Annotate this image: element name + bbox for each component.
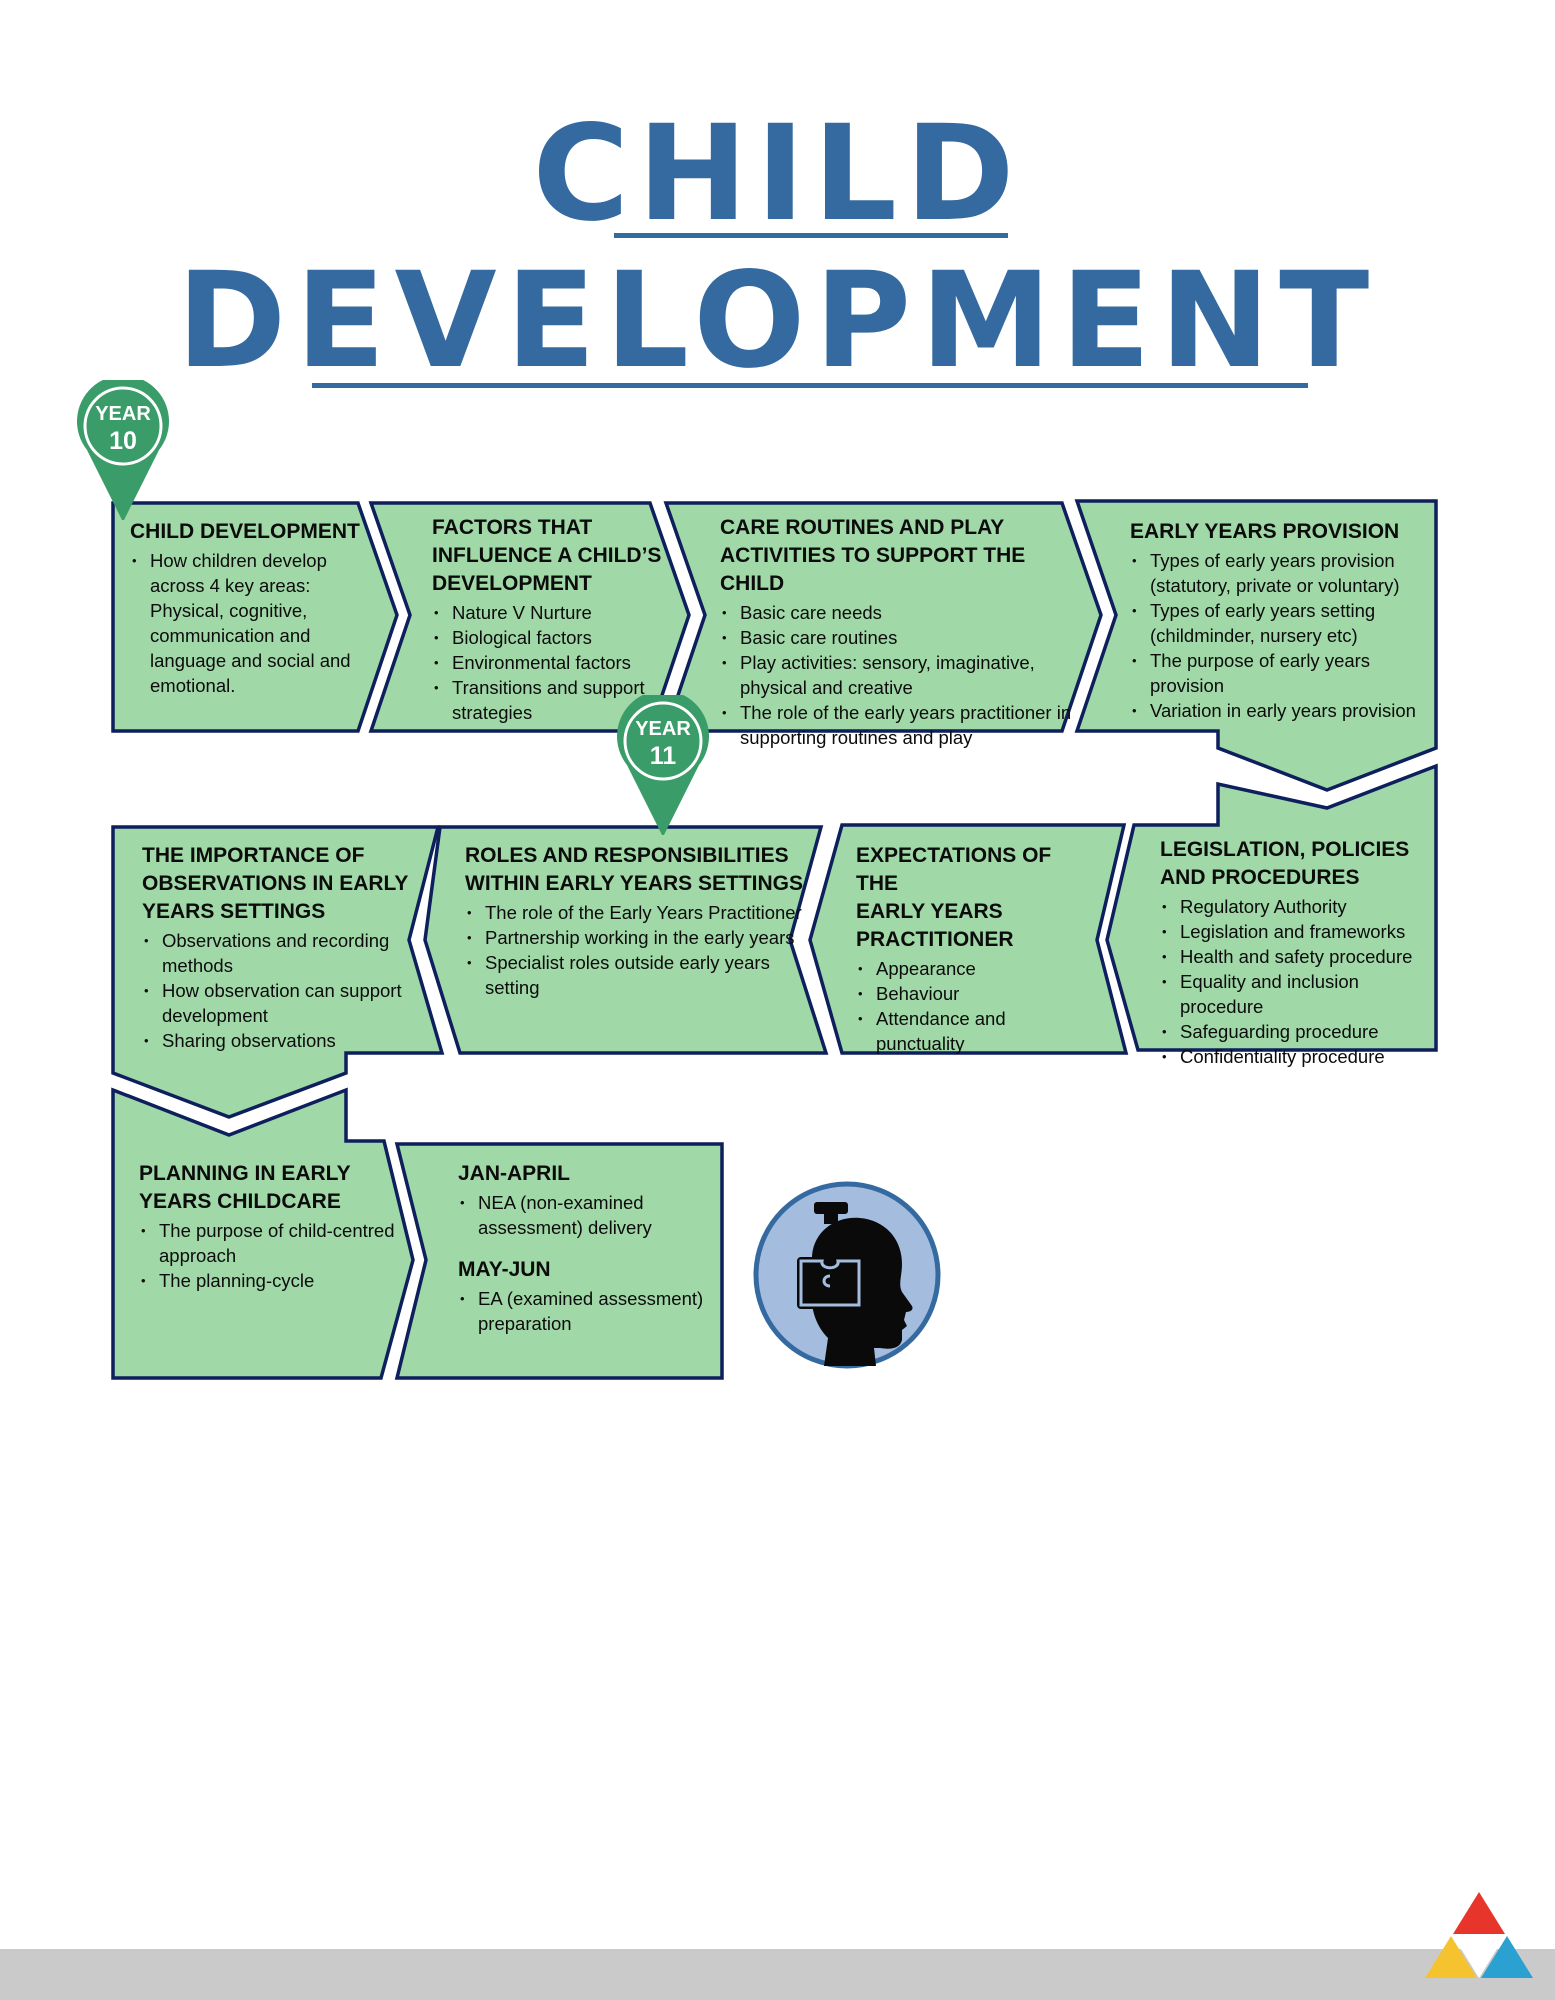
footer-bar — [0, 1949, 1555, 2000]
box-heading: CHILD DEVELOPMENT — [130, 520, 360, 543]
box-heading: PLANNING IN EARLY YEARS CHILDCARE — [139, 1162, 351, 1213]
bullet-item: Sharing observations — [142, 1028, 422, 1053]
bullet-item: The planning-cycle — [139, 1268, 399, 1293]
title-underline-bottom — [312, 383, 1308, 388]
bullet-item: The role of the Early Years Practitioner — [465, 900, 805, 925]
box-assessment: JAN-APRIL NEA (non-examined assessment) … — [458, 1160, 718, 1336]
bullet-item: Variation in early years provision — [1130, 698, 1435, 723]
bullet-item: Play activities: sensory, imaginative, p… — [720, 650, 1080, 700]
box-heading: EARLY YEARS PROVISION — [1130, 520, 1400, 543]
bullet-item: Types of early years provision (statutor… — [1130, 548, 1435, 598]
title-underline-top — [614, 233, 1008, 238]
box-care-routines: CARE ROUTINES AND PLAY ACTIVITIES TO SUP… — [720, 514, 1080, 750]
head-puzzle-icon — [753, 1181, 941, 1369]
bullet-item: Types of early years setting (childminde… — [1130, 598, 1435, 648]
bullet-item: Basic care routines — [720, 625, 1080, 650]
bullet-item: Nature V Nurture — [432, 600, 672, 625]
box-observations: THE IMPORTANCE OF OBSERVATIONS IN EARLY … — [142, 842, 422, 1053]
pin-label: YEAR — [95, 403, 151, 425]
bullet-item: EA (examined assessment) preparation — [458, 1286, 718, 1336]
bullet-item: Biological factors — [432, 625, 672, 650]
bullet-item: Health and safety procedure — [1160, 944, 1435, 969]
bullet-item: Safeguarding procedure — [1160, 1019, 1435, 1044]
box-heading: ROLES AND RESPONSIBILITIES WITHIN EARLY … — [465, 844, 803, 895]
box-heading-jan-april: JAN-APRIL — [458, 1162, 571, 1185]
box-roles: ROLES AND RESPONSIBILITIES WITHIN EARLY … — [465, 842, 805, 1000]
box-child-development: CHILD DEVELOPMENT How children develop a… — [130, 518, 360, 698]
box-heading-may-jun: MAY-JUN — [458, 1258, 551, 1281]
box-planning: PLANNING IN EARLY YEARS CHILDCARE The pu… — [139, 1160, 399, 1293]
bullet-item: Attendance and punctuality — [856, 1006, 1096, 1056]
box-early-years-provision: EARLY YEARS PROVISION Types of early yea… — [1130, 518, 1435, 723]
pin-number: 10 — [109, 427, 137, 455]
title-development: DEVELOPMENT — [176, 244, 1379, 398]
bullet-item: How children develop across 4 key areas:… — [130, 548, 360, 698]
bullet-item: Equality and inclusion procedure — [1160, 969, 1435, 1019]
bullet-item: The role of the early years practitioner… — [720, 700, 1080, 750]
box-factors: FACTORS THAT INFLUENCE A CHILD’S DEVELOP… — [432, 514, 672, 725]
bullet-item: Partnership working in the early years — [465, 925, 805, 950]
box-heading: EXPECTATIONS OF THE EARLY YEARS PRACTITI… — [856, 844, 1052, 951]
box-legislation: LEGISLATION, POLICIES AND PROCEDURES Reg… — [1160, 836, 1435, 1069]
bullet-item: Specialist roles outside early years set… — [465, 950, 805, 1000]
bullet-item: Behaviour — [856, 981, 1096, 1006]
box-heading: LEGISLATION, POLICIES AND PROCEDURES — [1160, 838, 1410, 889]
triangle-logo-icon — [1425, 1892, 1533, 1978]
pin-label: YEAR — [635, 718, 691, 740]
box-heading: FACTORS THAT INFLUENCE A CHILD’S DEVELOP… — [432, 516, 662, 595]
bullet-item: Appearance — [856, 956, 1096, 981]
bullet-item: The purpose of child-centred approach — [139, 1218, 399, 1268]
year-11-pin: YEAR 11 — [617, 690, 709, 837]
box-expectations: EXPECTATIONS OF THE EARLY YEARS PRACTITI… — [856, 842, 1096, 1056]
bullet-item: Observations and recording methods — [142, 928, 422, 978]
pin-number: 11 — [649, 742, 677, 770]
box-heading: CARE ROUTINES AND PLAY ACTIVITIES TO SUP… — [720, 516, 1026, 595]
bullet-item: Confidentiality procedure — [1160, 1044, 1435, 1069]
bullet-item: Regulatory Authority — [1160, 894, 1435, 919]
year-10-pin: YEAR 10 — [77, 375, 169, 522]
bullet-item: Basic care needs — [720, 600, 1080, 625]
bullet-item: The purpose of early years provision — [1130, 648, 1435, 698]
bullet-item: Transitions and support strategies — [432, 675, 672, 725]
bullet-item: Environmental factors — [432, 650, 672, 675]
bullet-item: Legislation and frameworks — [1160, 919, 1435, 944]
bullet-item: How observation can support development — [142, 978, 422, 1028]
box-heading: THE IMPORTANCE OF OBSERVATIONS IN EARLY … — [142, 844, 409, 923]
map-pin-icon — [617, 690, 709, 837]
bullet-item: NEA (non-examined assessment) delivery — [458, 1190, 718, 1240]
map-pin-icon — [77, 375, 169, 522]
title-child: CHILD — [532, 97, 1023, 251]
